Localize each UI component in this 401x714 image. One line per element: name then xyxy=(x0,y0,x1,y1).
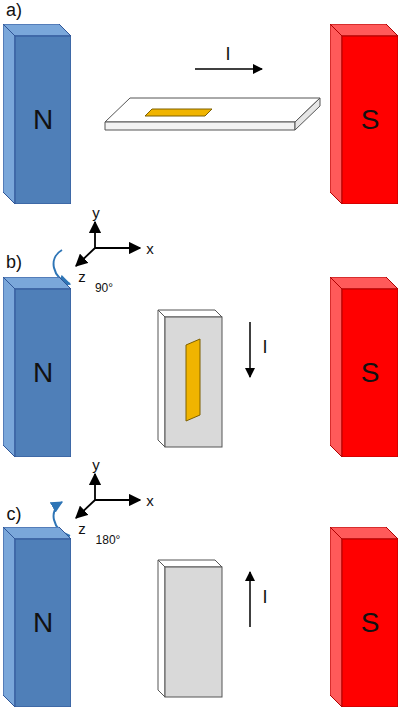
axis-label: z xyxy=(78,521,86,536)
current-arrow xyxy=(249,572,251,627)
current-label: I xyxy=(225,45,230,63)
current-arrow xyxy=(195,68,262,70)
axis-label: x xyxy=(146,493,154,508)
magnet-pole: N xyxy=(3,24,71,204)
panel-letter: c) xyxy=(7,505,22,523)
pole-label: S xyxy=(342,539,398,707)
rotation-angle: 180° xyxy=(96,534,121,546)
current-label: I xyxy=(262,588,267,606)
plate-vertical xyxy=(158,560,222,697)
pole-label: N xyxy=(15,36,71,204)
current-label: I xyxy=(262,338,267,356)
pole-label: N xyxy=(15,539,71,707)
sample-strip xyxy=(186,339,200,421)
pole-label: S xyxy=(342,289,398,457)
rotation-angle: 90° xyxy=(95,282,113,294)
magnet-pole: S xyxy=(330,277,398,457)
plate-horizontal xyxy=(105,98,320,130)
panel-letter: a) xyxy=(6,1,22,19)
magnet-pole: N xyxy=(3,277,71,457)
axis-label: y xyxy=(92,457,100,472)
panel-letter: b) xyxy=(6,253,22,271)
sample-strip xyxy=(145,109,212,116)
pole-label: S xyxy=(342,36,398,204)
magnet-pole: S xyxy=(330,527,398,707)
axes xyxy=(76,222,140,266)
axis-label: x xyxy=(146,241,154,256)
current-arrow xyxy=(249,322,251,377)
magnet-pole: S xyxy=(330,24,398,204)
axis-label: y xyxy=(92,205,100,220)
axis-label: z xyxy=(78,269,86,284)
pole-label: N xyxy=(15,289,71,457)
axes xyxy=(76,474,140,518)
plate-vertical xyxy=(158,310,222,447)
magnet-pole: N xyxy=(3,527,71,707)
